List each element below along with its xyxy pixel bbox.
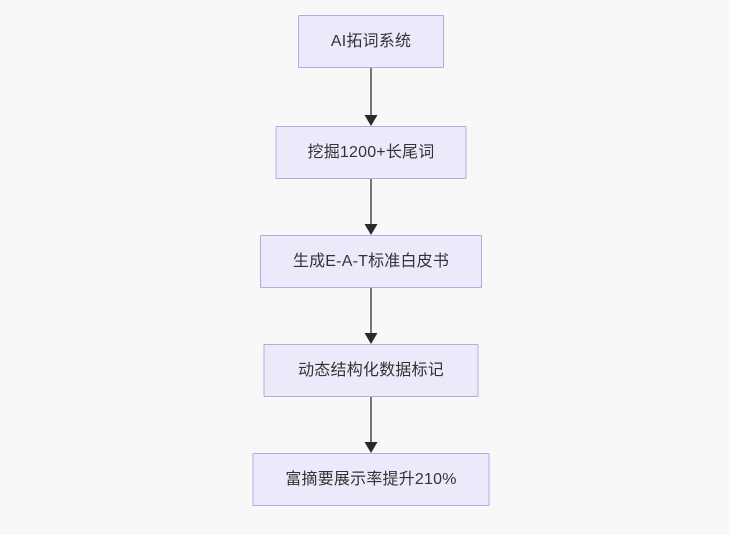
flow-edge-arrow-down [364,397,378,453]
flow-edge-arrow-down [364,288,378,344]
flow-node-rich-snippet-impression-lift[interactable]: 富摘要展示率提升210% [252,453,490,506]
flow-node-dynamic-structured-data-markup[interactable]: 动态结构化数据标记 [263,344,479,397]
flow-node-generate-eat-whitepaper[interactable]: 生成E-A-T标准白皮书 [260,235,482,288]
flow-node-mine-longtail-keywords[interactable]: 挖掘1200+长尾词 [275,126,467,179]
flow-node-label: 生成E-A-T标准白皮书 [292,252,450,270]
flow-edge-arrow-down [364,179,378,235]
flow-node-label: 富摘要展示率提升210% [285,470,457,488]
flow-node-label: 动态结构化数据标记 [298,361,444,379]
flow-edge-arrow-down [364,68,378,126]
flow-node-label: 挖掘1200+长尾词 [307,143,435,161]
flow-node-ai-keyword-system[interactable]: AI拓词系统 [298,15,444,68]
flow-node-label: AI拓词系统 [330,32,412,50]
